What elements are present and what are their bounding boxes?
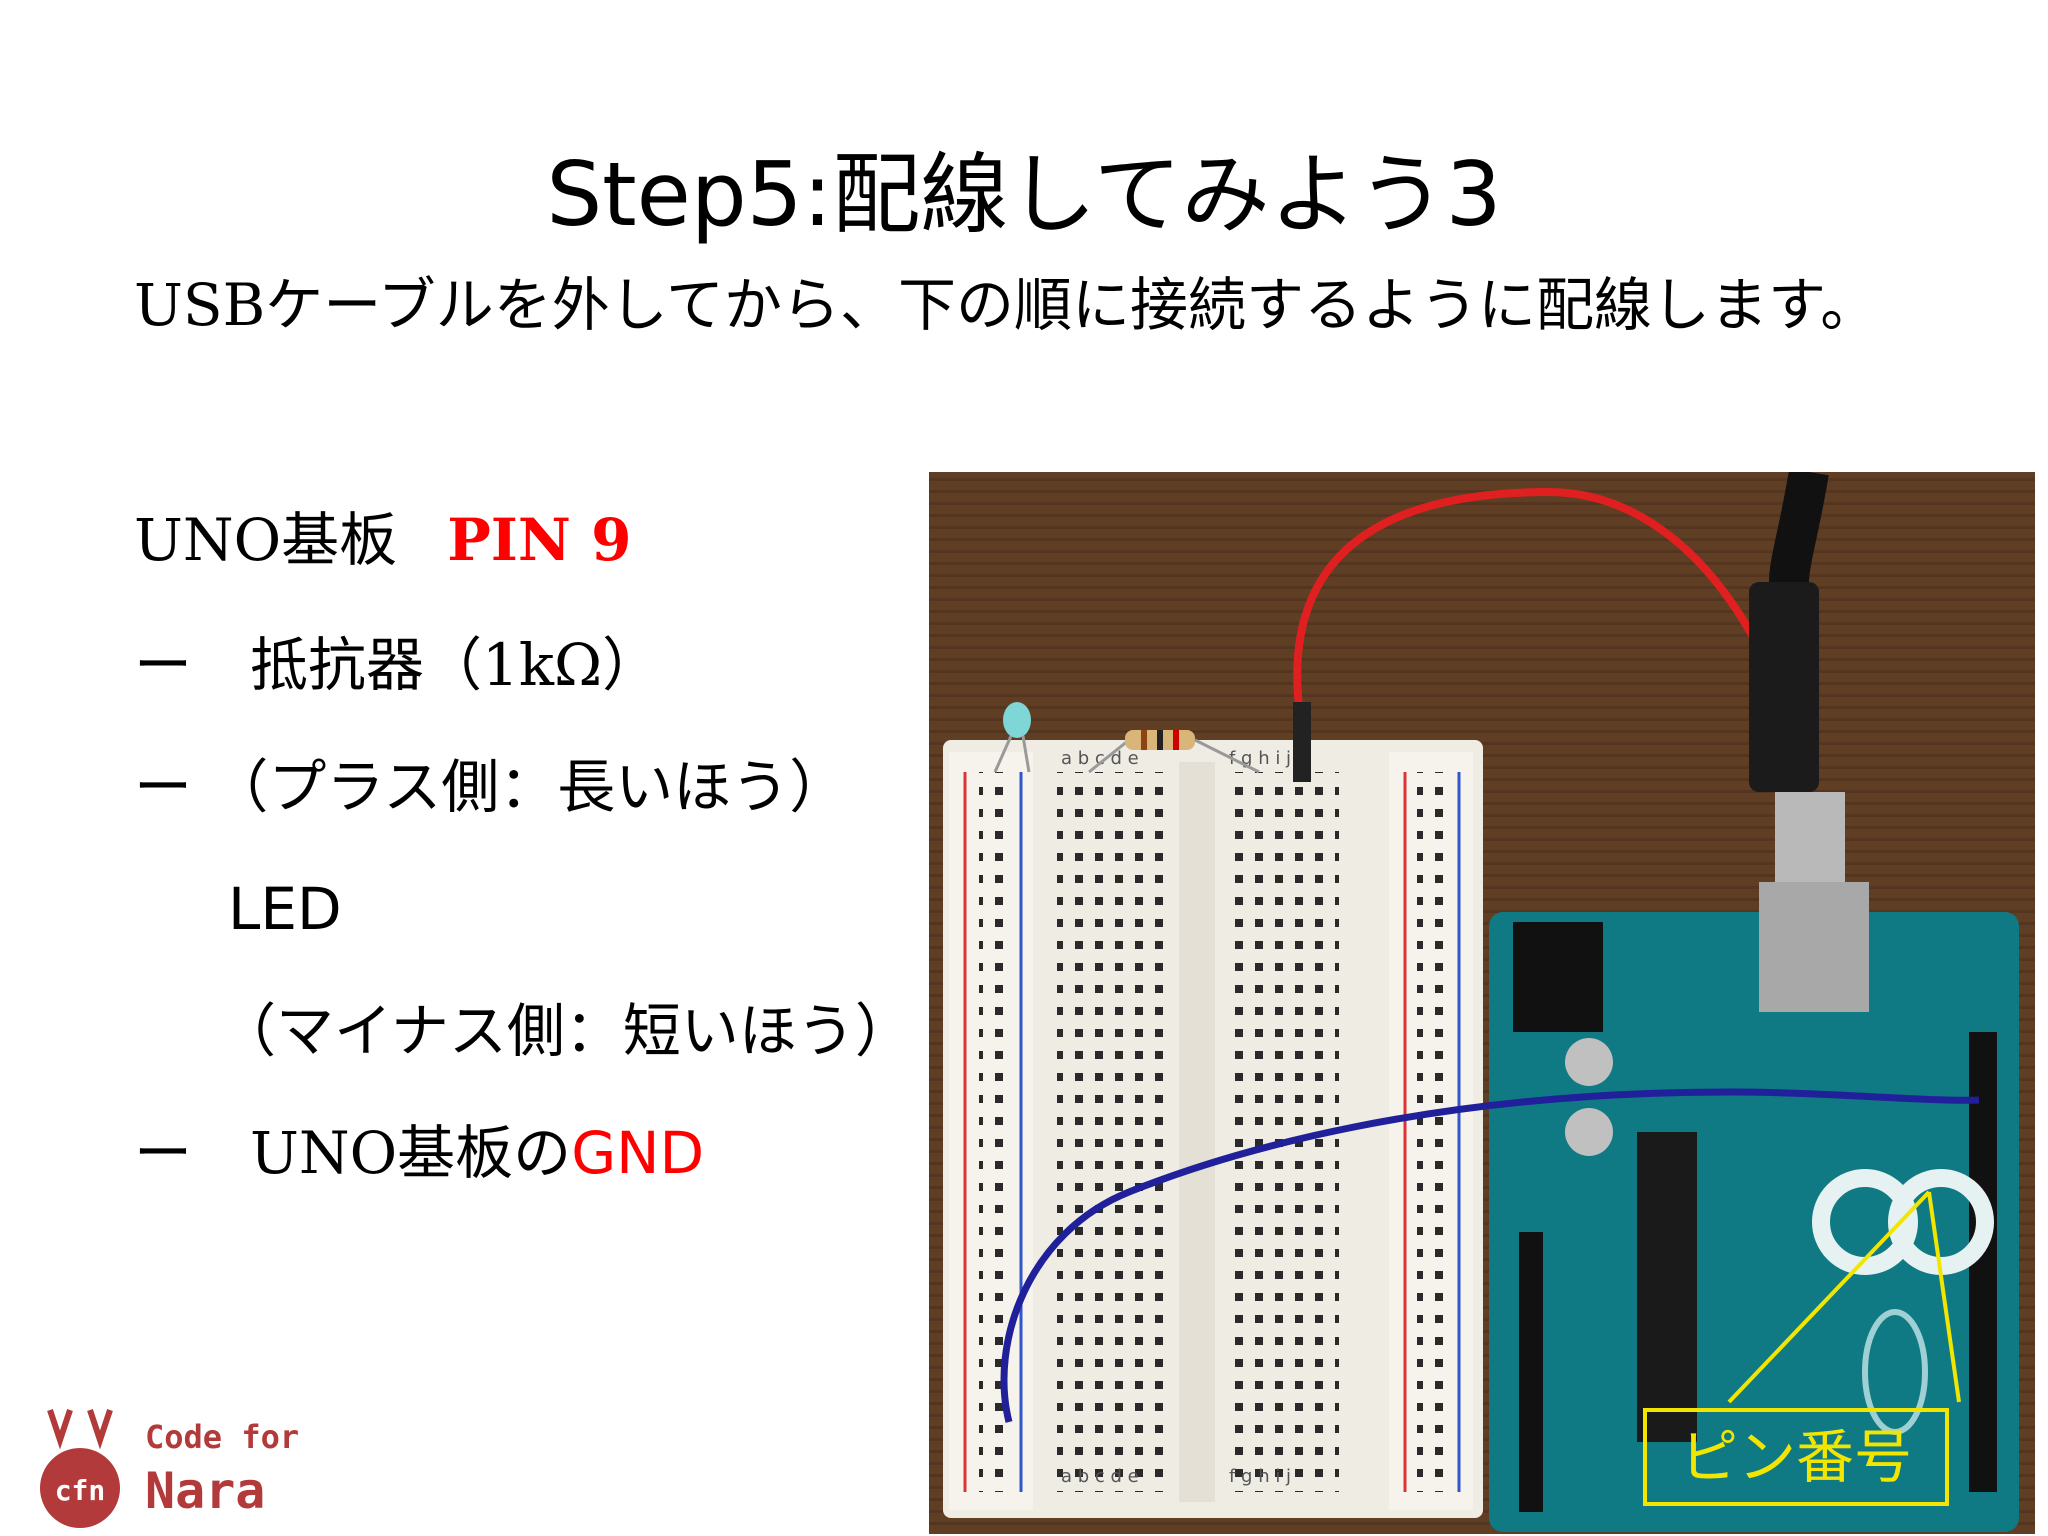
step-led: LED (228, 875, 342, 943)
code-for-nara-logo: cfn (40, 1409, 120, 1528)
breadboard: a b c d e f g h i j a b c d e f g h i j (943, 740, 1483, 1518)
deer-antler-icon (47, 1409, 113, 1450)
pin-pointer-line-2 (1927, 1191, 1961, 1403)
arduino-wiring-photo: a b c d e f g h i j a b c d e f g h i j (929, 472, 2035, 1534)
step-resistor: ー 抵抗器（1kΩ） (134, 631, 661, 699)
slide-title: Step5:配線してみよう3 (546, 143, 1502, 246)
resistor (1088, 730, 1260, 774)
logo-code-for: Code for (145, 1418, 300, 1456)
blue-jumper-wire (1000, 1088, 1980, 1423)
step-gnd-prefix: ー UNO基板の (134, 1119, 572, 1187)
step-uno-label: UNO基板 (134, 506, 398, 574)
usb-cable (1749, 472, 1845, 892)
breadboard-letters-bottom-left: a b c d e (1061, 1466, 1139, 1487)
step-led-minus: （マイナス側：短いほう） (218, 997, 913, 1065)
logo-circle (40, 1448, 120, 1528)
step-gnd: ー UNO基板のGND (134, 1118, 704, 1188)
gnd-label: GND (571, 1119, 705, 1187)
pin-9-label: PIN 9 (447, 506, 632, 574)
led (993, 702, 1031, 773)
logo-cfn: cfn (55, 1474, 106, 1507)
breadboard-letters-top-right: f g h i j (1229, 748, 1291, 769)
wire-connector (1293, 702, 1311, 782)
pin-number-label: ピン番号 (1643, 1408, 1949, 1506)
step-uno-pin9: UNO基板 PIN 9 (134, 505, 632, 575)
step-led-plus: ー （プラス側：長いほう） (134, 753, 848, 821)
wiring-illustration: a b c d e f g h i j a b c d e f g h i j (929, 472, 2035, 1534)
slide-subtitle: USBケーブルを外してから、下の順に接続するように配線します。 (134, 271, 1879, 339)
arduino-uno-board (1489, 882, 2019, 1532)
breadboard-letters-top-left: a b c d e (1061, 748, 1139, 769)
breadboard-letters-bottom-right: f g h i j (1229, 1466, 1291, 1487)
logo-nara: Nara (145, 1462, 266, 1520)
pin-pointer-line (1727, 1190, 1931, 1404)
